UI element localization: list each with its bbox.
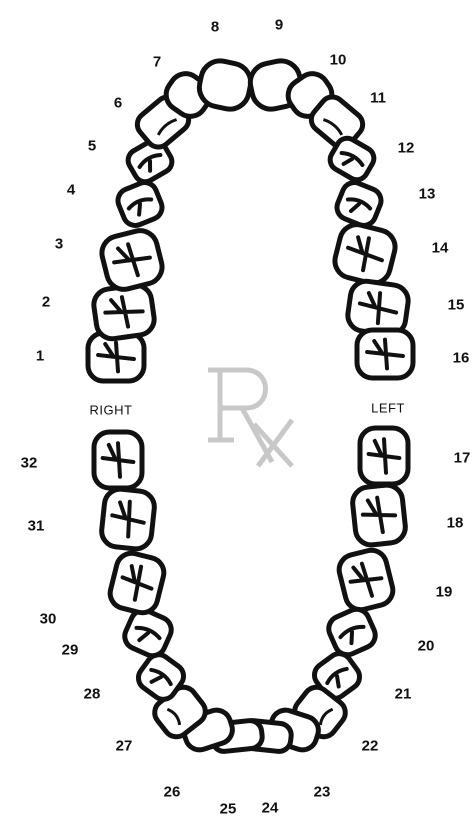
tooth-3[interactable] — [98, 227, 165, 293]
tooth-number-32: 32 — [21, 455, 38, 472]
tooth-number-25: 25 — [220, 801, 237, 818]
rx-symbol-icon — [206, 362, 306, 472]
tooth-number-23: 23 — [314, 784, 331, 801]
tooth-number-7: 7 — [153, 54, 161, 71]
tooth-number-16: 16 — [453, 350, 470, 367]
tooth-17[interactable] — [360, 428, 408, 484]
tooth-number-30: 30 — [40, 611, 57, 628]
tooth-number-27: 27 — [116, 738, 133, 755]
left-side-label: LEFT — [371, 401, 405, 416]
tooth-16[interactable] — [357, 330, 413, 378]
tooth-number-3: 3 — [55, 236, 63, 253]
tooth-number-20: 20 — [418, 638, 435, 655]
tooth-number-1: 1 — [36, 348, 44, 365]
tooth-14[interactable] — [331, 221, 398, 287]
tooth-number-10: 10 — [330, 52, 347, 69]
tooth-number-11: 11 — [370, 90, 386, 107]
tooth-31[interactable] — [100, 488, 156, 551]
tooth-number-31: 31 — [28, 518, 45, 535]
tooth-number-8: 8 — [211, 19, 219, 36]
tooth-number-15: 15 — [448, 297, 465, 314]
tooth-13[interactable] — [333, 179, 384, 229]
right-side-label: RIGHT — [90, 403, 133, 418]
tooth-number-9: 9 — [275, 17, 283, 34]
tooth-4[interactable] — [114, 179, 165, 229]
tooth-number-2: 2 — [42, 294, 50, 311]
tooth-number-17: 17 — [454, 450, 471, 467]
tooth-number-13: 13 — [419, 186, 436, 203]
tooth-30[interactable] — [107, 550, 167, 616]
tooth-number-6: 6 — [114, 95, 122, 112]
tooth-20[interactable] — [325, 605, 380, 659]
tooth-number-14: 14 — [432, 240, 449, 257]
tooth-number-26: 26 — [164, 784, 181, 801]
tooth-number-24: 24 — [262, 800, 279, 817]
tooth-number-21: 21 — [395, 686, 412, 703]
tooth-18[interactable] — [351, 484, 407, 547]
tooth-number-22: 22 — [362, 738, 379, 755]
tooth-number-12: 12 — [398, 140, 415, 157]
tooth-19[interactable] — [336, 547, 396, 613]
tooth-number-5: 5 — [88, 138, 96, 155]
tooth-number-19: 19 — [436, 584, 453, 601]
tooth-32[interactable] — [94, 432, 142, 488]
tooth-number-28: 28 — [84, 686, 101, 703]
tooth-number-4: 4 — [67, 182, 75, 199]
tooth-number-18: 18 — [447, 515, 464, 532]
tooth-number-29: 29 — [62, 642, 79, 659]
